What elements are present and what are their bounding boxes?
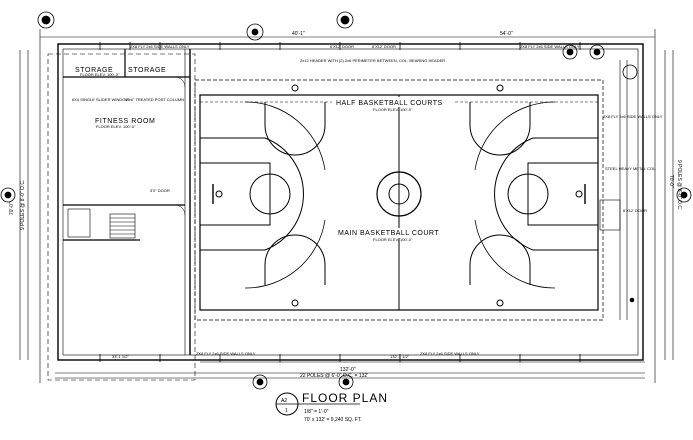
storage-right-label: STORAGE [128, 67, 166, 74]
storage-elev: FLOOR ELEV. 100'-0" [80, 72, 120, 77]
note-header: 2x12 HEADER WITH (2) 2x6 PERIMETER BETWE… [300, 58, 445, 63]
left-key [199, 137, 304, 251]
note-door-2: 6'X12' DOOR [372, 44, 396, 49]
plan-title: FLOOR PLAN [302, 391, 388, 405]
note-bottom-right: 2X8 FLY 2x6 SIDE WALLS ONLY [420, 351, 480, 356]
plan-scale: 1/8" = 1'-0" [304, 409, 329, 415]
dim-right-poles: 9 POLES @ 8'-0" O.C. [676, 160, 682, 210]
storage-left-label: STORAGE [75, 67, 113, 74]
dim-bottom-left: 33'-1 1/2" [112, 354, 129, 359]
marker-left: 1 [6, 193, 9, 198]
dim-left-overall: 70'-0" [9, 202, 15, 215]
title-symbol [275, 392, 360, 416]
sheet-ref: A2 [281, 398, 287, 404]
main-court-label: MAIN BASKETBALL COURT [338, 230, 439, 237]
dim-top-right: 54'-0" [500, 31, 513, 37]
dim-overall-bottom: 132'-0" [340, 367, 356, 373]
right-key [494, 137, 599, 251]
dimension-lines [19, 29, 674, 383]
note-right-door: 6'X12' DOOR [623, 208, 647, 213]
marker-bottom: 3 [258, 380, 261, 385]
right-wall-details [599, 60, 635, 320]
note-wall-top-right: 2X8 FLY 2x6 SIDE WALLS ONLY [520, 44, 580, 49]
note-door-1: 6'X12' DOOR [330, 44, 354, 49]
dim-poles-bottom: 22 POLES @ 6'-0" O.C. = 132' [300, 373, 368, 379]
fitness-room-label: FITNESS ROOM [95, 118, 155, 125]
dim-bottom-mid: 132'-1 1/2" [390, 354, 410, 359]
note-steel: STEEL HEAVY METAL COL. [605, 166, 656, 171]
section-markers [0, 11, 692, 390]
half-court-elev: FLOOR ELEV. 100'-0" [373, 107, 413, 112]
pole-marks [99, 42, 581, 362]
main-court-elev: FLOOR ELEV. 100'-0" [373, 237, 413, 242]
note-window: 6X4 SINGLE SLIDER WINDOW [72, 97, 129, 102]
marker-a: A [44, 18, 47, 23]
half-court-arcs [244, 84, 556, 307]
court-boundary [194, 79, 604, 321]
dim-right-overall: 70'-0" [668, 175, 674, 188]
dim-top-left: 40'-1" [292, 31, 305, 37]
exterior-walls [47, 43, 644, 381]
plan-area: 70' x 132' = 9,240 SQ. FT. [304, 417, 362, 423]
marker-c: C [253, 30, 256, 35]
dim-left-poles: 9 POLES @ 8'-0" O.C. [20, 180, 26, 230]
interior-walls [63, 49, 191, 355]
note-door: 3'0" DOOR [150, 188, 170, 193]
note-bottom-left: 2X8 FLY 2x6 SIDE WALLS ONLY [196, 351, 256, 356]
fitness-elev: FLOOR ELEV. 100'-0" [96, 124, 136, 129]
marker-right: 2 [682, 193, 685, 198]
center-circle [376, 171, 422, 217]
note-right: 2X8 FLY 2x6 SIDE WALLS ONLY [603, 114, 663, 119]
sheet-num: 1 [285, 408, 288, 414]
note-wall-top-left: 2X8 FLY 2x6 SIDE WALLS ONLY [130, 44, 190, 49]
note-post: 4"x6" TREATED POST COLUMN [125, 97, 184, 102]
marker-b: B [343, 18, 346, 23]
half-court-label: HALF BASKETBALL COURTS [336, 100, 443, 107]
